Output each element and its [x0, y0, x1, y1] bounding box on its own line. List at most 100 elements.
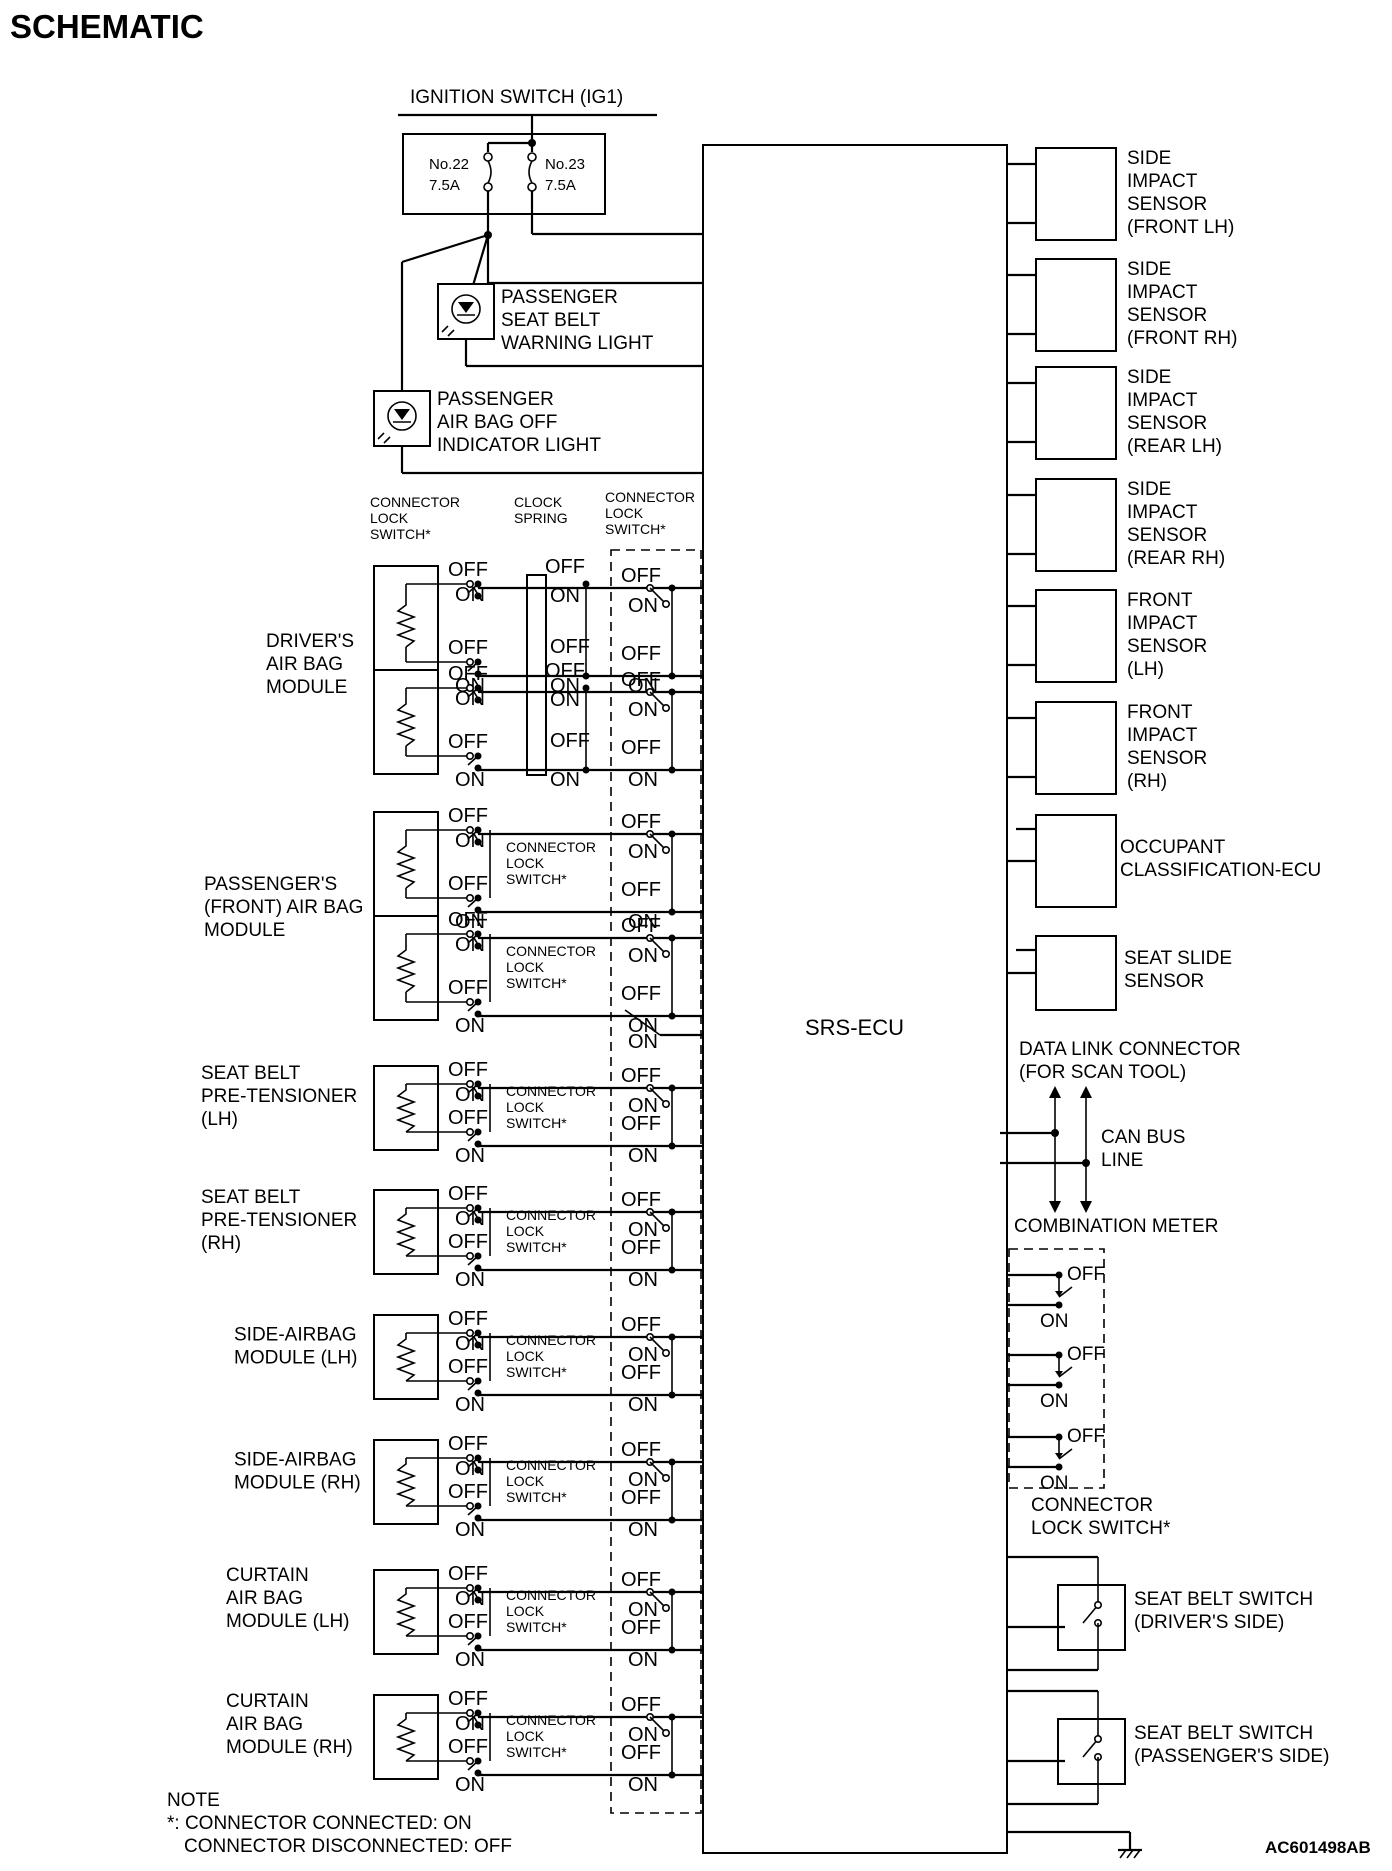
power-wiring: [400, 191, 703, 475]
state-on-left: ON: [455, 1269, 485, 1291]
state-on-left: ON: [455, 1519, 485, 1541]
state-off-left: OFF: [448, 977, 488, 999]
inline-lock-line1: CONNECTOR: [506, 1457, 596, 1473]
module-4: SEAT BELTPRE-TENSIONER(RH)OFFONOFFONOFFO…: [201, 1183, 703, 1291]
state-on-left: ON: [455, 1649, 485, 1671]
sensor-3-line2: IMPACT: [1127, 390, 1198, 411]
module-2: PASSENGER'S(FRONT) AIR BAGMODULEOFFONOFF…: [204, 805, 703, 1053]
state-off-left: OFF: [448, 663, 488, 685]
state-on-left: ON: [455, 769, 485, 791]
state-off-right: OFF: [621, 737, 661, 759]
data-link-area: DATA LINK CONNECTOR (FOR SCAN TOOL) CAN …: [1000, 1039, 1241, 1237]
state-on-left: ON: [455, 688, 485, 710]
sensor-4-line1: SIDE: [1127, 479, 1171, 500]
inline-lock-line1: CONNECTOR: [506, 943, 596, 959]
state-on-right: ON: [628, 1599, 658, 1621]
state-off-right: OFF: [621, 669, 661, 691]
sensor-1-line2: IMPACT: [1127, 171, 1198, 192]
fuse-block: No.22 7.5A No.23 7.5A: [402, 115, 606, 215]
inline-lock-line3: SWITCH*: [506, 1619, 567, 1635]
airbag-off-indicator-light: PASSENGER AIR BAG OFF INDICATOR LIGHT: [373, 389, 601, 456]
sensor-1-line4: (FRONT LH): [1127, 217, 1234, 238]
state-off-right: OFF: [621, 1694, 661, 1716]
module-3-name-line1: SEAT BELT: [201, 1063, 301, 1084]
state-off-right: OFF: [621, 565, 661, 587]
state-off-left: OFF: [448, 1183, 488, 1205]
module-5-name-line2: MODULE (LH): [234, 1348, 358, 1369]
inline-lock-line2: LOCK: [506, 1099, 545, 1115]
sensor-7-line1: OCCUPANT: [1120, 837, 1226, 858]
module-7-name-line3: MODULE (LH): [226, 1611, 350, 1632]
sensor-7-line2: CLASSIFICATION-ECU: [1120, 860, 1321, 881]
state-off-left: OFF: [448, 1611, 488, 1633]
state-off-left: OFF: [448, 1308, 488, 1330]
state-off-right: OFF: [621, 1314, 661, 1336]
state-off-left: OFF: [448, 559, 488, 581]
right-lock-line2: LOCK SWITCH*: [1031, 1518, 1171, 1539]
module-2-name-line2: (FRONT) AIR BAG: [204, 897, 363, 918]
sensor-1-line1: SIDE: [1127, 148, 1171, 169]
state-on-right: ON: [628, 945, 658, 967]
airbag-off-line1: PASSENGER: [437, 389, 554, 410]
right-lock-off: OFF: [1067, 1264, 1105, 1285]
state-on-right: ON: [628, 1469, 658, 1491]
state-off-left: OFF: [448, 909, 488, 931]
state-off-right: OFF: [621, 1569, 661, 1591]
sensor-2-line3: SENSOR: [1127, 305, 1207, 326]
state-on-left: ON: [455, 830, 485, 852]
inline-lock-line3: SWITCH*: [506, 1239, 567, 1255]
module-2-name-line3: MODULE: [204, 920, 285, 941]
sensor-5-line2: IMPACT: [1127, 613, 1198, 634]
state-on-clock: ON: [550, 689, 580, 711]
header-middle-line1: CLOCK: [514, 494, 563, 510]
state-off-left: OFF: [448, 1356, 488, 1378]
state-off-right: OFF: [621, 1065, 661, 1087]
fuse-22-rating: 7.5A: [429, 177, 460, 194]
state-off-right: OFF: [621, 1617, 661, 1639]
sensor-4-line3: SENSOR: [1127, 525, 1207, 546]
ignition-switch: IGNITION SWITCH (IG1): [398, 87, 657, 117]
inline-lock-line3: SWITCH*: [506, 1489, 567, 1505]
state-off-clock: OFF: [545, 660, 585, 682]
state-on-left: ON: [455, 1774, 485, 1796]
state-on-right: ON: [628, 1219, 658, 1241]
state-on-right: ON: [628, 1649, 658, 1671]
inline-lock-line3: SWITCH*: [506, 1744, 567, 1760]
column-headers: CONNECTOR LOCK SWITCH* CLOCK SPRING CONN…: [370, 489, 695, 542]
inline-lock-line1: CONNECTOR: [506, 839, 596, 855]
state-on-right: ON: [628, 1344, 658, 1366]
module-8-name-line3: MODULE (RH): [226, 1737, 353, 1758]
can-bus-line1: CAN BUS: [1101, 1127, 1185, 1148]
sensor-3-line4: (REAR LH): [1127, 436, 1222, 457]
sensor-8-line1: SEAT SLIDE: [1124, 948, 1232, 969]
state-on-right: ON: [628, 1519, 658, 1541]
sensor-8-line2: SENSOR: [1124, 971, 1204, 992]
state-on-left: ON: [455, 1713, 485, 1735]
airbag-off-line3: INDICATOR LIGHT: [437, 435, 601, 456]
fuse-23-rating: 7.5A: [545, 177, 576, 194]
state-on-left: ON: [455, 1145, 485, 1167]
module-1-name-line3: MODULE: [266, 677, 347, 698]
state-on-left: ON: [455, 1084, 485, 1106]
header-left-line2: LOCK: [370, 510, 409, 526]
sensor-6-line1: FRONT: [1127, 702, 1193, 723]
inline-lock-line3: SWITCH*: [506, 1115, 567, 1131]
can-bus-line2: LINE: [1101, 1150, 1143, 1171]
inline-lock-line1: CONNECTOR: [506, 1712, 596, 1728]
fuse-23-number: No.23: [545, 156, 585, 173]
state-off-clock: OFF: [545, 556, 585, 578]
state-off-right: OFF: [621, 879, 661, 901]
sensor-5-line3: SENSOR: [1127, 636, 1207, 657]
module-4-name-line3: (RH): [201, 1233, 241, 1254]
state-off-right: OFF: [621, 1742, 661, 1764]
state-off-right: OFF: [621, 1113, 661, 1135]
right-lock-on: ON: [1040, 1473, 1069, 1494]
